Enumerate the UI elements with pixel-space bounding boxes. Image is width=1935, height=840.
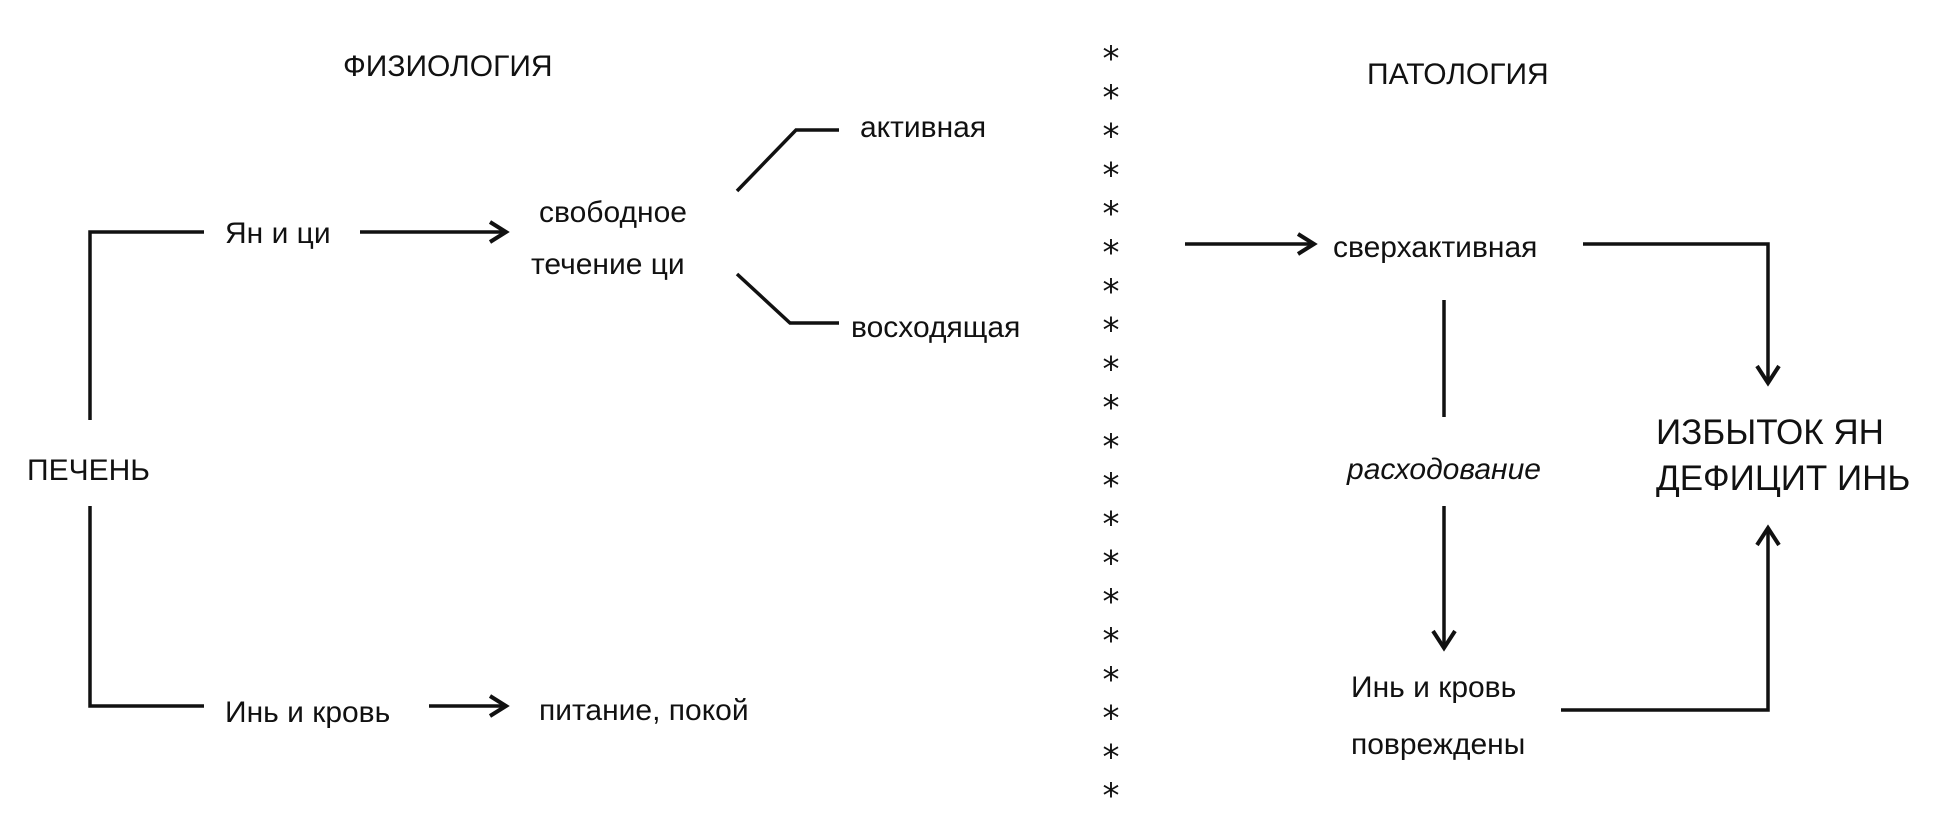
yin-blood-damaged-line1: Инь и кровь bbox=[1351, 671, 1516, 704]
pathology-title: ПАТОЛОГИЯ bbox=[1367, 58, 1549, 91]
asterisk: * bbox=[1101, 39, 1121, 79]
active-label: активная bbox=[860, 111, 986, 144]
asterisk: * bbox=[1101, 737, 1121, 777]
asterisk: * bbox=[1101, 466, 1121, 506]
result-line2: ДЕФИЦИТ ИНЬ bbox=[1656, 459, 1910, 498]
arrow-down-icon bbox=[1583, 242, 1781, 387]
free-flow-line1: свободное bbox=[539, 196, 687, 229]
consumption-label: расходование bbox=[1346, 453, 1541, 486]
yin-blood-damaged-line2: повреждены bbox=[1351, 728, 1525, 761]
nourishment-label: питание, покой bbox=[539, 694, 749, 727]
asterisk: * bbox=[1101, 272, 1121, 312]
asterisk: * bbox=[1101, 194, 1121, 234]
asterisk: * bbox=[1101, 388, 1121, 428]
result-line1: ИЗБЫТОК ЯН bbox=[1656, 413, 1884, 452]
arrow-right-icon bbox=[429, 694, 510, 718]
asterisk: * bbox=[1101, 699, 1121, 739]
asterisk-separator: ******************** bbox=[1101, 39, 1121, 816]
asterisk: * bbox=[1101, 427, 1121, 467]
bracket-bottom bbox=[88, 506, 204, 708]
bracket-top bbox=[88, 230, 204, 420]
ascending-label: восходящая bbox=[851, 311, 1020, 344]
asterisk: * bbox=[1101, 543, 1121, 583]
asterisk: * bbox=[1101, 117, 1121, 157]
yang-qi-label: Ян и ци bbox=[225, 217, 331, 250]
asterisk: * bbox=[1101, 621, 1121, 661]
arrow-right-icon bbox=[360, 220, 510, 244]
free-flow-line2: течение ци bbox=[531, 248, 685, 281]
asterisk: * bbox=[1101, 582, 1121, 622]
liver-label: ПЕЧЕНЬ bbox=[27, 454, 150, 487]
arrow-up-icon bbox=[1561, 524, 1781, 712]
asterisk: * bbox=[1101, 660, 1121, 700]
asterisk: * bbox=[1101, 155, 1121, 195]
yin-blood-label: Инь и кровь bbox=[225, 696, 390, 729]
asterisk: * bbox=[1101, 776, 1121, 816]
asterisk: * bbox=[1101, 349, 1121, 389]
arrow-right-icon bbox=[1185, 232, 1318, 256]
asterisk: * bbox=[1101, 78, 1121, 118]
arrow-down-icon bbox=[1431, 506, 1457, 652]
asterisk: * bbox=[1101, 505, 1121, 545]
branch-active bbox=[735, 128, 839, 193]
overactive-label: сверхактивная bbox=[1333, 231, 1537, 264]
asterisk: * bbox=[1101, 311, 1121, 351]
asterisk: * bbox=[1101, 233, 1121, 273]
physiology-title: ФИЗИОЛОГИЯ bbox=[343, 50, 553, 83]
branch-ascending bbox=[735, 272, 839, 325]
